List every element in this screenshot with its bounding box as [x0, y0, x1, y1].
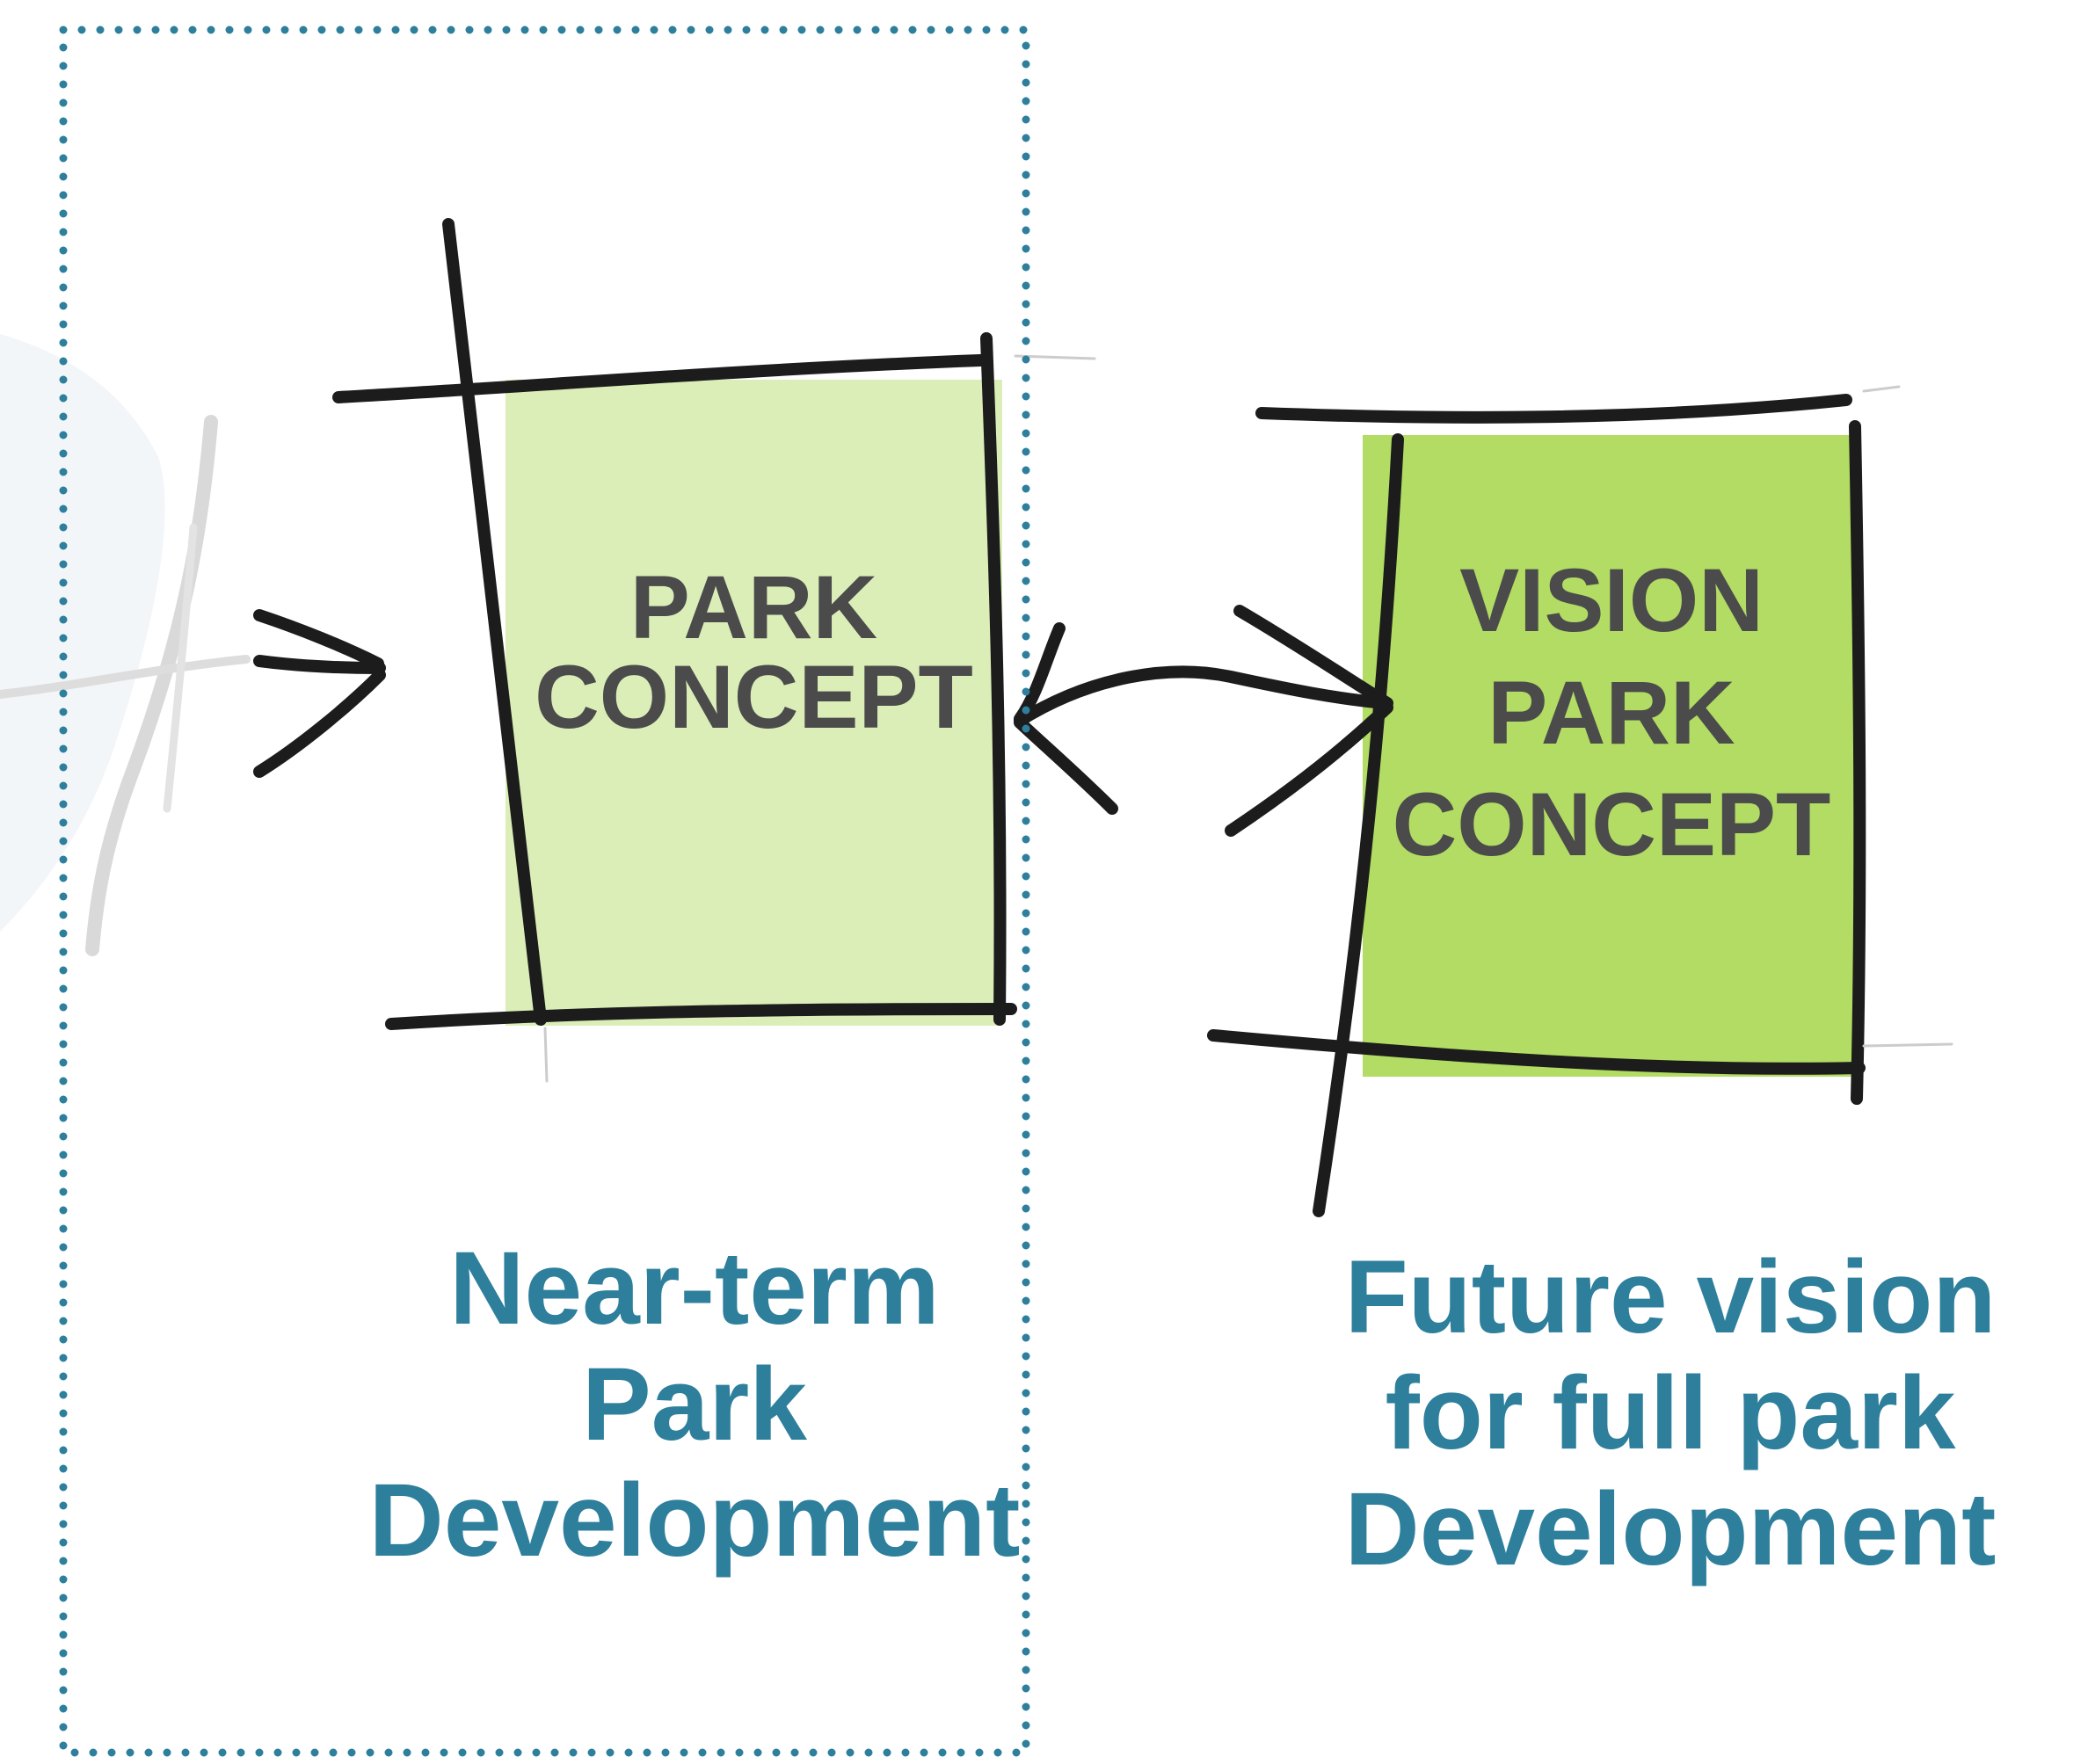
box-label-line: PARK [1488, 662, 1735, 763]
caption-line: Park [582, 1347, 807, 1463]
arrow-shaft [1014, 665, 1391, 727]
caption-line: for full park [1385, 1355, 1956, 1472]
faded-sketch-icon [0, 334, 251, 956]
box-vision-park-concept [1207, 385, 1953, 1217]
caption-near-term: Near-term Park Development [290, 1230, 1099, 1579]
box-label-line: CONCEPT [1392, 774, 1831, 875]
caption-line: Development [1344, 1471, 1997, 1588]
box-park-concept-frame [332, 218, 1096, 1083]
box-park-concept-fill [506, 380, 1002, 1026]
caption-line: Future vision [1344, 1239, 1997, 1355]
arrowhead-right-upper [1233, 605, 1393, 709]
box-label-line: VISION [1459, 550, 1764, 650]
box-vision-park-concept-frame [1207, 385, 1953, 1217]
box-label-line: PARK [629, 557, 878, 657]
arrowhead-right-lower [1225, 701, 1393, 837]
caption-line: Near-term [449, 1230, 940, 1347]
caption-future-vision: Future vision for full park Development [1266, 1239, 2075, 1587]
box-vision-park-concept-fill [1363, 435, 1860, 1077]
sketch-arrow-icon [253, 609, 386, 778]
double-headed-arrow [1014, 605, 1393, 837]
box-park-concept [332, 218, 1096, 1083]
caption-line: Development [368, 1463, 1021, 1579]
box-label-line: CONCEPT [535, 647, 973, 747]
arrowhead-left-lower [1014, 716, 1118, 815]
box-vision-park-concept-label: VISION PARK CONCEPT [1363, 545, 1860, 882]
box-park-concept-label: PARK CONCEPT [506, 563, 1002, 742]
near-term-dotted-outline [59, 25, 1030, 1757]
